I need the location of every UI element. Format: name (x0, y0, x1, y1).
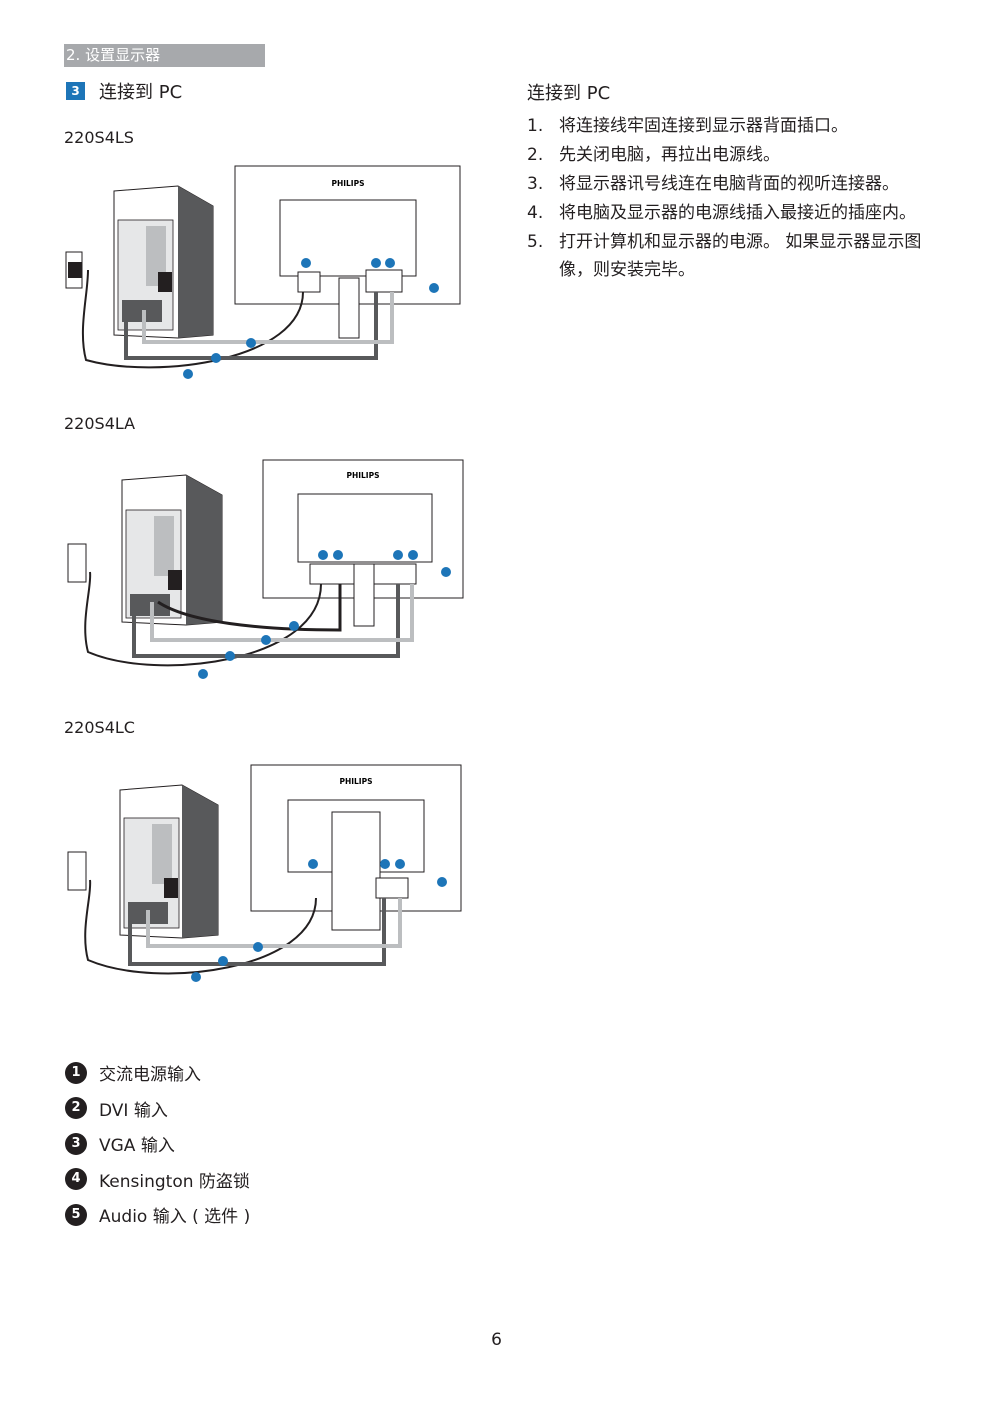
step-number: 3. (527, 174, 544, 194)
step-item: 4. 将电脑及显示器的电源线插入最接近的插座内。 (527, 199, 927, 227)
legend-label: 交流电源输入 (99, 1065, 201, 1086)
callout-3 (246, 258, 395, 348)
subsection-heading: 3 连接到 PC (66, 80, 183, 103)
brand-logo: PHILIPS (339, 777, 372, 786)
legend-item: 3 VGA 输入 (65, 1126, 250, 1162)
model-label-220s4lc: 220S4LC (64, 718, 135, 737)
brand-logo: PHILIPS (331, 179, 364, 188)
step-text: 将电脑及显示器的电源线插入最接近的插座内。 (559, 203, 916, 223)
legend-number-badge: 3 (65, 1132, 87, 1155)
callout-3 (261, 550, 418, 645)
step-text: 先关闭电脑，再拉出电源线。 (559, 145, 780, 165)
step-text: 将显示器讯号线连在电脑背面的视听连接器。 (559, 174, 899, 194)
model-label-220s4ls: 220S4LS (64, 128, 134, 147)
diagram-220s4lc: PHILIPS (58, 760, 468, 990)
callout-2 (211, 258, 381, 363)
legend-item: 2 DVI 输入 (65, 1091, 250, 1127)
callout-2 (218, 859, 390, 966)
step-number: 5. (527, 232, 544, 252)
callout-2 (225, 550, 403, 661)
legend-number-badge: 1 (65, 1061, 87, 1084)
page-number: 6 (491, 1330, 502, 1350)
step-item: 5. 打开计算机和显示器的电源。 如果显示器显示图像，则安装完毕。 (527, 228, 927, 284)
callout-1 (191, 859, 318, 982)
connector-legend: 1 交流电源输入 2 DVI 输入 3 VGA 输入 4 Kensington … (65, 1055, 250, 1233)
subsection-number-badge: 3 (66, 82, 85, 100)
legend-item: 5 Audio 输入 ( 选件 ) (65, 1197, 250, 1233)
model-label-220s4la: 220S4LA (64, 414, 136, 433)
callout-1 (183, 258, 311, 379)
legend-label: Audio 输入 ( 选件 ) (99, 1207, 251, 1228)
legend-item: 1 交流电源输入 (65, 1055, 250, 1091)
callout-3 (253, 859, 405, 952)
step-number: 1. (527, 116, 544, 136)
step-text: 将连接线牢固连接到显示器背面插口。 (559, 116, 848, 136)
section-tab: 2. 设置显示器 (64, 44, 265, 67)
instruction-steps: 1. 将连接线牢固连接到显示器背面插口。 2. 先关闭电脑，再拉出电源线。 3. 将显… (527, 112, 927, 285)
callout-4 (441, 567, 451, 577)
callout-4 (429, 283, 439, 293)
callout-5 (289, 550, 343, 631)
step-item: 1. 将连接线牢固连接到显示器背面插口。 (527, 112, 927, 140)
step-text: 打开计算机和显示器的电源。 如果显示器显示图像，则安装完毕。 (559, 232, 922, 280)
step-number: 4. (527, 203, 544, 223)
diagram-220s4la: PHILIPS (58, 452, 468, 682)
subsection-title: 连接到 PC (99, 82, 183, 103)
legend-label: VGA 输入 (99, 1136, 175, 1157)
step-number: 2. (527, 145, 544, 165)
callout-4 (437, 877, 447, 887)
legend-label: Kensington 防盗锁 (99, 1171, 250, 1192)
diagram-220s4ls: PHILIPS (58, 160, 468, 385)
legend-item: 4 Kensington 防盗锁 (65, 1162, 250, 1198)
brand-logo: PHILIPS (346, 471, 379, 480)
legend-label: DVI 输入 (99, 1100, 168, 1121)
callout-1 (198, 550, 328, 679)
legend-number-badge: 2 (65, 1097, 87, 1120)
right-column-title: 连接到 PC (527, 83, 611, 104)
step-item: 2. 先关闭电脑，再拉出电源线。 (527, 141, 927, 169)
step-item: 3. 将显示器讯号线连在电脑背面的视听连接器。 (527, 170, 927, 198)
legend-number-badge: 5 (65, 1203, 87, 1226)
legend-number-badge: 4 (65, 1168, 87, 1191)
